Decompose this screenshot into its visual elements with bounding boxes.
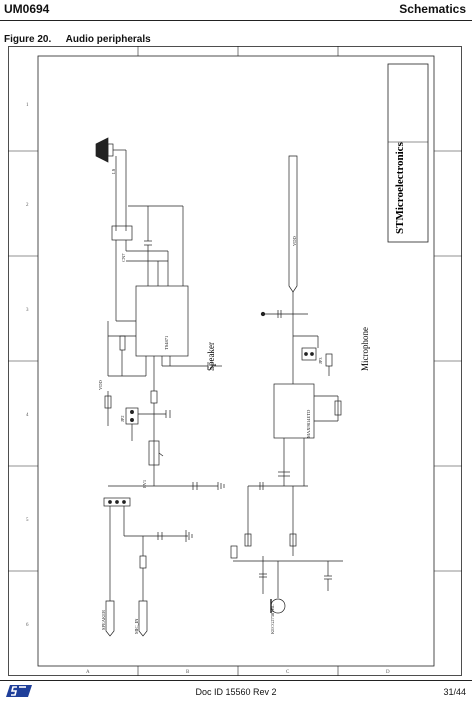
label-vdd-speaker: VDD (98, 380, 103, 390)
outer-frame (8, 46, 462, 676)
title-block (387, 63, 429, 243)
label-cn7: CN7 (121, 253, 126, 262)
doc-code: UM0694 (4, 2, 50, 16)
section-title: Schematics (399, 2, 466, 16)
border-number-4: 4 (26, 413, 29, 418)
speaker-circuit (95, 137, 225, 637)
page-number: 31/44 (443, 687, 466, 697)
border-letter-c: C (286, 670, 290, 675)
speaker-label: Speaker (206, 342, 216, 371)
header-rule (0, 20, 472, 21)
border-letter-a: A (86, 670, 90, 675)
label-mic-in: MIC_IN (134, 618, 139, 634)
st-logo-icon (6, 685, 32, 697)
microphone-label: Microphone (360, 327, 370, 371)
footer-rule (0, 680, 472, 681)
label-jp3: JP3 (318, 357, 323, 364)
schematic-drawing: 1 2 3 4 5 6 A B C D STMicroelectronics S… (8, 46, 462, 676)
label-preamp: MAX9814ETD (306, 409, 311, 438)
border-number-2: 2 (26, 203, 29, 208)
loudspeaker-symbol (95, 137, 109, 163)
border-number-3: 3 (26, 308, 29, 313)
border-letter-b: B (186, 670, 190, 675)
border-letter-d: D (386, 670, 390, 675)
document-id: Doc ID 15560 Rev 2 (195, 687, 277, 697)
label-mic-part: KECG2738TBL (270, 604, 275, 634)
figure-number: Figure 20. (4, 34, 52, 45)
microphone-circuit (230, 155, 343, 614)
label-vdd-net: VDD (292, 236, 297, 246)
border-ticks (8, 46, 462, 676)
figure-caption: Figure 20. Audio peripherals (4, 34, 151, 45)
amplifier-ic (135, 285, 189, 357)
border-number-1: 1 (26, 103, 29, 108)
border-number-5: 5 (26, 518, 29, 523)
label-amplifier: TS4871 (164, 336, 169, 350)
label-ls: LS (111, 168, 116, 174)
figure-title: Audio peripherals (65, 34, 151, 45)
label-jp2: JP2 (120, 415, 125, 422)
border-number-6: 6 (26, 623, 29, 628)
company-name: STMicroelectronics (394, 141, 406, 234)
label-rv1: RV1 (142, 480, 147, 488)
preamp-ic (273, 383, 315, 439)
label-speaker-out: SPEAKER (101, 610, 106, 630)
